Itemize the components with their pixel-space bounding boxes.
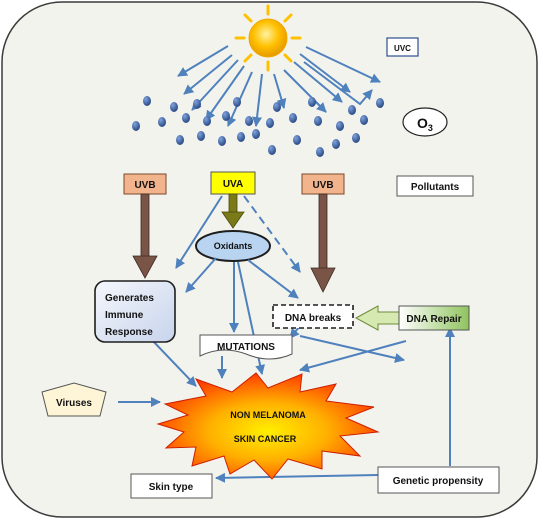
uvb-right-label: UVB [312, 180, 333, 191]
uvb-left-label: UVB [134, 180, 155, 191]
ozone-molecule [222, 111, 230, 121]
ozone-molecule [218, 136, 226, 146]
sun-icon [234, 4, 302, 72]
ozone-molecule [193, 99, 201, 109]
immune-line-3: Response [105, 327, 153, 338]
ozone-molecule [176, 135, 184, 145]
ozone-molecule [203, 116, 211, 126]
skin-cancer-burst [156, 372, 380, 480]
pollutants-label: Pollutants [411, 182, 460, 193]
mutations-box [199, 334, 293, 360]
ozone-badge [402, 107, 448, 137]
uvb-left-arrow [132, 193, 158, 279]
cancer-line-2: SKIN CANCER [234, 434, 297, 444]
ozone-molecule [348, 105, 356, 115]
ozone-molecule [245, 116, 253, 126]
ozone-molecule [316, 147, 324, 157]
genetic-propensity-box [377, 466, 500, 494]
uv-ray-arrows [177, 45, 381, 127]
ozone-molecule [233, 97, 241, 107]
ozone-molecule [273, 102, 281, 112]
genetic-propensity-label: Genetic propensity [393, 476, 484, 487]
immune-line-2: Immune [105, 310, 144, 321]
immune-line-1: Generates [105, 293, 154, 304]
ozone-molecule [360, 115, 368, 125]
dna-repair-box [398, 305, 470, 331]
ozone-molecule [132, 121, 140, 131]
ozone-molecule [268, 145, 276, 155]
mutations-label: MUTATIONS [217, 342, 275, 353]
ozone-molecule [252, 129, 260, 139]
oxidants-label: Oxidants [214, 241, 253, 251]
pollutants-box [396, 175, 474, 197]
ozone-molecule [308, 97, 316, 107]
uvc-label: UVC [394, 44, 411, 53]
ozone-molecule [314, 116, 322, 126]
skin-type-label: Skin type [149, 482, 194, 493]
ozone-molecule [143, 96, 151, 106]
ozone-molecule [352, 133, 360, 143]
dna-repair-label: DNA Repair [406, 314, 461, 325]
cancer-line-1: NON MELANOMA [230, 410, 306, 420]
oxidants-ellipse [195, 230, 271, 262]
ozone-molecule [336, 121, 344, 131]
immune-response-box [94, 280, 176, 343]
viruses-shape [41, 382, 107, 417]
ozone-molecule [197, 131, 205, 141]
ozone-molecule [182, 113, 190, 123]
uva-arrow [221, 193, 245, 229]
uva-label: UVA [223, 179, 243, 190]
uvc-box [386, 37, 419, 57]
ozone-molecule [266, 118, 274, 128]
ozone-molecule [237, 132, 245, 142]
dna-breaks-box [272, 304, 354, 329]
skin-type-box [130, 473, 213, 499]
viruses-label: Viruses [56, 398, 92, 409]
ozone-label: O3 [417, 115, 433, 133]
ozone-molecule [170, 102, 178, 112]
dna-breaks-label: DNA breaks [285, 313, 342, 324]
uvb-right-arrow [310, 193, 336, 293]
ozone-molecule [158, 117, 166, 127]
ozone-molecule [332, 139, 340, 149]
ozone-molecule [376, 98, 384, 108]
ozone-molecule [289, 113, 297, 123]
ozone-layer [132, 96, 384, 157]
ozone-molecule [293, 135, 301, 145]
